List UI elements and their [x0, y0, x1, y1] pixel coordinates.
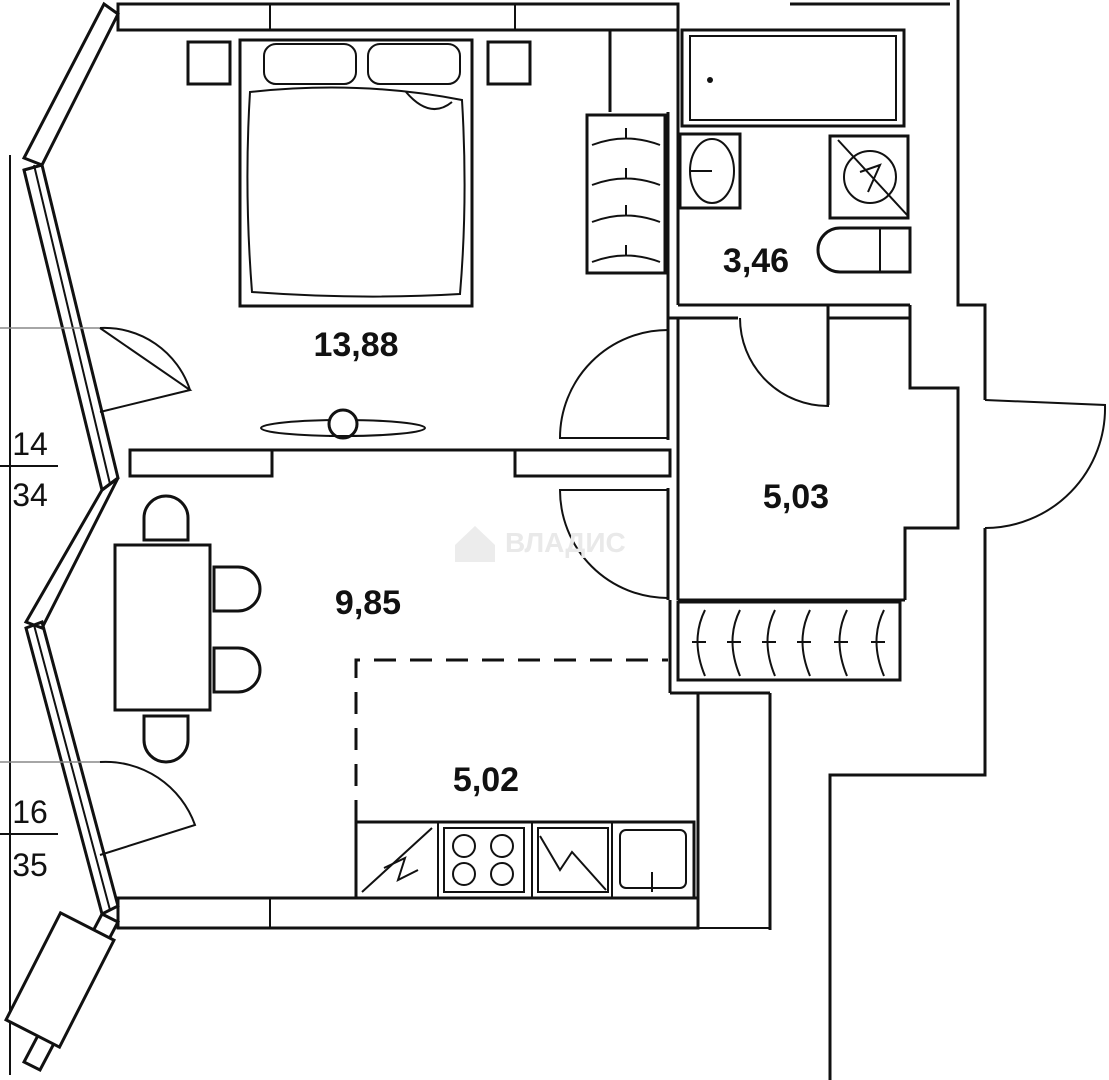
side-mark-lower-top: 16	[12, 794, 48, 830]
bathroom-area-label: 3,46	[723, 242, 789, 280]
doors	[0, 317, 1107, 856]
watermark: ВЛАДИС	[455, 526, 626, 562]
bedroom-furniture	[186, 38, 667, 440]
side-mark-lower: 16 35	[0, 794, 58, 883]
outer-walls	[9, 0, 987, 1080]
side-mark-upper: 14 34	[0, 426, 58, 513]
watermark-text: ВЛАДИС	[505, 527, 626, 558]
dining-furniture	[4, 494, 262, 1050]
interior-walls	[128, 30, 960, 898]
kitchen-area-label: 5,02	[453, 761, 519, 799]
hall-wardrobe	[676, 600, 902, 682]
living-area-label: 9,85	[335, 584, 401, 622]
side-mark-lower-bottom: 35	[12, 847, 48, 883]
side-mark-upper-bottom: 34	[12, 477, 48, 513]
kitchen-furniture	[354, 658, 696, 900]
bathroom-fixtures	[678, 28, 912, 274]
side-mark-upper-top: 14	[12, 426, 48, 462]
bedroom-area-label: 13,88	[313, 326, 398, 364]
hallway-area-label: 5,03	[763, 478, 829, 516]
